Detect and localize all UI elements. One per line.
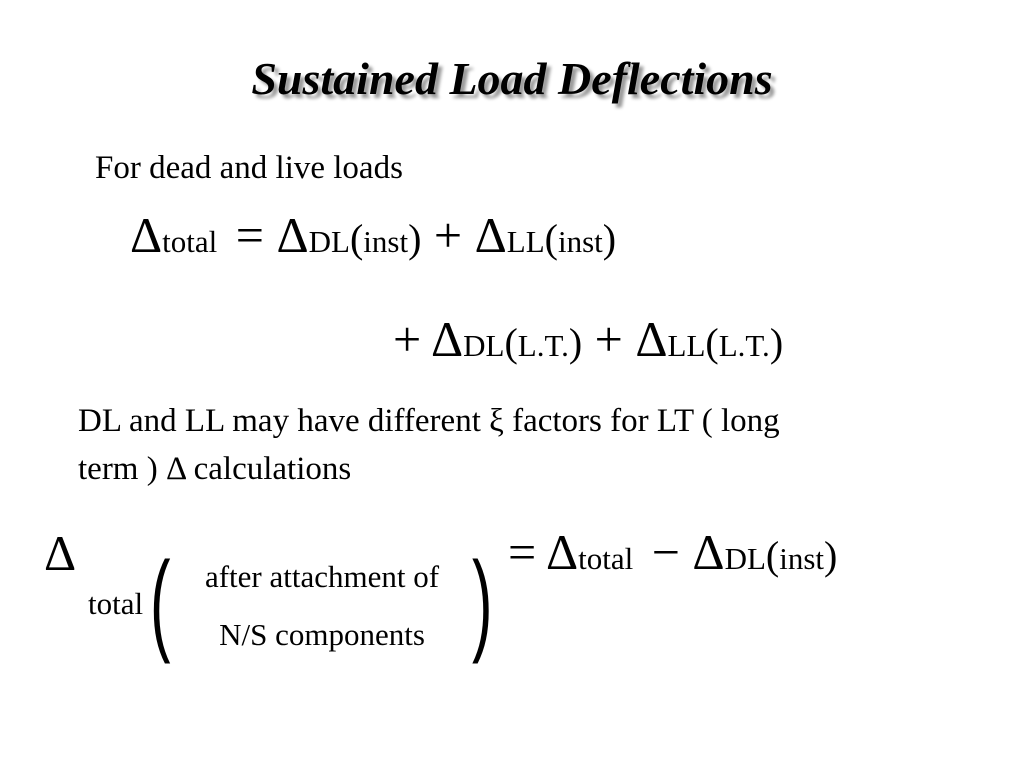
big-close-paren: ) [472, 539, 493, 664]
equation-total-deflection-line2: + ΔDL(L.T.) + ΔLL(L.T.) [393, 314, 783, 364]
close-paren: ) [602, 216, 617, 261]
open-paren: ( [504, 320, 518, 365]
equation-deflection-after-attachment-subscript-total: total [88, 586, 144, 621]
subscript-ll: LL [667, 328, 706, 363]
subscript-inst: inst [363, 224, 409, 259]
open-paren: ( [349, 216, 364, 261]
close-paren: ) [408, 216, 422, 261]
equation-total-deflection-line1: Δtotal = ΔDL(inst) + ΔLL(inst) [130, 210, 616, 260]
subscript-inst: inst [557, 224, 603, 259]
big-open-paren: ( [150, 539, 171, 664]
condition-stack: after attachment of N/S components [172, 548, 472, 664]
subscript-total: total [578, 541, 634, 576]
subscript-ll: LL [506, 224, 545, 259]
open-paren: ( [765, 533, 780, 578]
subscript-dl: DL [308, 224, 350, 259]
subscript-inst: inst [779, 541, 825, 576]
delta-symbol: Δ [474, 207, 507, 263]
close-paren: ) [568, 320, 583, 365]
subscript-dl: DL [463, 328, 505, 363]
intro-text: For dead and live loads [95, 150, 403, 186]
delta-symbol: Δ [130, 207, 163, 263]
close-paren: ) [769, 320, 784, 365]
equation-deflection-after-attachment-delta: Δ [44, 525, 77, 581]
equals-sign: = [235, 207, 264, 263]
delta-symbol: Δ [276, 207, 309, 263]
subscript-dl: DL [724, 541, 766, 576]
equals-sign: = [508, 524, 537, 580]
close-paren: ) [824, 533, 838, 578]
condition-line-1: after attachment of [204, 559, 440, 594]
note-line-2: term ) Δ calculations [78, 451, 352, 487]
plus-sign: + [594, 311, 623, 367]
delta-symbol: Δ [430, 311, 464, 367]
minus-sign: − [651, 524, 680, 580]
delta-symbol: Δ [692, 524, 725, 580]
condition-line-2: N/S components [219, 617, 425, 652]
subscript-total: total [162, 224, 218, 259]
subscript-lt: L.T. [517, 328, 569, 363]
plus-sign: + [433, 207, 463, 263]
note-line-1: DL and LL may have different ξ factors f… [78, 403, 780, 439]
delta-symbol: Δ [545, 524, 579, 580]
equation-deflection-after-attachment-rhs: = Δtotal − ΔDL(inst) [508, 527, 837, 577]
open-paren: ( [544, 216, 558, 261]
open-paren: ( [705, 320, 719, 365]
subscript-lt: L.T. [718, 328, 770, 363]
delta-symbol: Δ [635, 311, 668, 367]
slide-title: Sustained Load Deflections [251, 53, 773, 104]
plus-sign: + [393, 311, 422, 367]
